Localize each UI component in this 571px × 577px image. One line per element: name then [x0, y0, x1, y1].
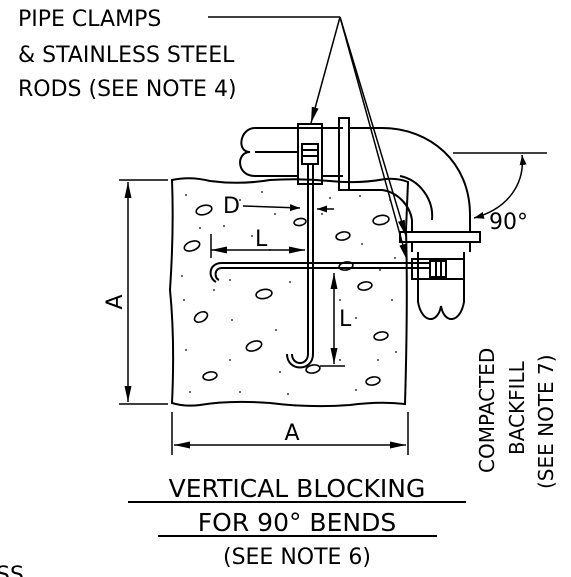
callout-line-2: & STAINLESS STEEL: [18, 43, 235, 68]
lower-flange: [399, 231, 481, 252]
dimension-l-vertical: [320, 273, 345, 367]
angle-label: 90°: [489, 210, 528, 235]
steel-rods: [209, 164, 430, 369]
title-underlines: [128, 501, 466, 537]
title-line-1: VERTICAL BLOCKING: [169, 474, 426, 503]
upper-pipe: [239, 127, 343, 177]
title-line-2: FOR 90° BENDS: [198, 508, 396, 537]
upper-flange: [338, 117, 362, 191]
dim-d-label: D: [223, 194, 240, 219]
corner-fragment: SS: [0, 563, 24, 577]
elbow-bend: [362, 127, 471, 232]
angle-arc: [473, 154, 527, 219]
upper-clamp: [297, 123, 323, 185]
backfill-line-3: (SEE NOTE 7): [534, 354, 558, 489]
dim-l-horizontal-label: L: [255, 227, 268, 252]
dim-a-horizontal-label: A: [284, 421, 299, 446]
concrete-stipple: [181, 191, 397, 395]
backfill-line-2: BACKFILL: [505, 360, 529, 455]
dimension-a-horizontal: [171, 412, 409, 455]
dim-l-vertical-label: L: [339, 307, 352, 332]
concrete-block: [168, 177, 410, 408]
dimension-l-horizontal: [210, 234, 305, 258]
callout-line-1: PIPE CLAMPS: [18, 7, 161, 32]
aggregate-marks: [183, 204, 390, 386]
dim-a-vertical-label: A: [103, 294, 128, 309]
dimension-a-vertical: [119, 179, 168, 405]
title-note: (SEE NOTE 6): [223, 545, 371, 570]
backfill-line-1: COMPACTED: [475, 348, 499, 473]
callout-line-3: RODS (SEE NOTE 4): [18, 77, 237, 102]
callout-leaders: [208, 16, 408, 261]
dimension-d: [242, 204, 334, 213]
